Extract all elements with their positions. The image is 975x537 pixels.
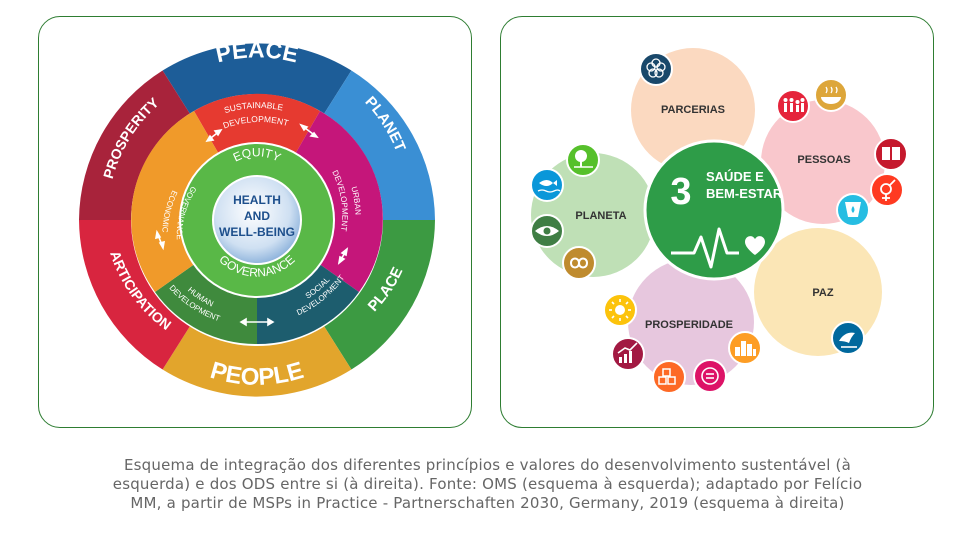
- double-arrow-icon: [299, 123, 319, 139]
- energy-sun-icon: [603, 293, 637, 327]
- caption-line-1: Esquema de integração dos diferentes pri…: [123, 456, 852, 474]
- climate-eye-icon: [530, 214, 564, 248]
- heartbeat-icon: [671, 227, 765, 269]
- label-parcerias: PARCERIAS: [661, 104, 725, 116]
- bubble-pessoas: [761, 100, 885, 224]
- label-equity: EQUITY: [231, 145, 283, 164]
- food-bowl-icon: [814, 78, 848, 112]
- sustainable-cities-icon: [728, 331, 762, 365]
- core-line-2: AND: [244, 209, 270, 223]
- sdg-number: 3: [670, 171, 691, 213]
- label-planeta: PLANETA: [575, 210, 626, 222]
- arrows: [155, 123, 349, 327]
- caption-line-2: esquerda) e dos ODS entre si (à direita)…: [112, 475, 863, 493]
- caption-line-3: MM, a partir de MSPs in Practice - Partn…: [130, 494, 845, 512]
- people-family-icon: [776, 89, 810, 123]
- core-line-1: HEALTH: [233, 193, 281, 207]
- infinity-consumption-icon: [562, 246, 596, 280]
- peace-dove-icon: [831, 321, 865, 355]
- reduced-inequality-icon: [693, 359, 727, 393]
- left-diagram-panel: PEACE PLANET PLACE PEOPLE PARTICIPATION …: [35, 4, 472, 428]
- sdg-title-2: BEM-ESTAR: [706, 186, 783, 201]
- sdg-bubble-diagram: 3 SAÚDE E BEM-ESTAR PARCERIAS PESSOAS PL…: [530, 48, 908, 394]
- education-book-icon: [874, 137, 908, 171]
- label-peace: PEACE: [213, 36, 301, 67]
- core-line-3: WELL-BEING: [219, 225, 295, 239]
- partnership-flower-icon: [639, 52, 673, 86]
- clean-water-icon: [836, 193, 870, 227]
- economic-growth-icon: [611, 337, 645, 371]
- double-arrow-icon: [155, 229, 165, 251]
- gender-equality-icon: [870, 173, 904, 207]
- wellbeing-wheel-diagram: PEACE PLANET PLACE PEOPLE PARTICIPATION …: [35, 4, 435, 397]
- double-arrow-icon: [205, 128, 223, 143]
- innovation-cubes-icon: [652, 360, 686, 394]
- health-core: [212, 175, 302, 265]
- figure-caption: Esquema de integração dos diferentes pri…: [40, 456, 935, 513]
- life-on-land-icon: [566, 143, 600, 177]
- label-prosperidade: PROSPERIDADE: [645, 319, 733, 331]
- double-arrow-icon: [337, 247, 349, 265]
- label-pessoas: PESSOAS: [797, 154, 850, 166]
- double-arrow-icon: [239, 317, 275, 327]
- right-diagram-panel: 3 SAÚDE E BEM-ESTAR PARCERIAS PESSOAS PL…: [500, 16, 934, 428]
- label-paz: PAZ: [812, 287, 833, 299]
- sdg-title-1: SAÚDE E: [706, 169, 764, 184]
- bubble-prosperidade: [628, 259, 754, 385]
- life-below-water-icon: [530, 168, 564, 202]
